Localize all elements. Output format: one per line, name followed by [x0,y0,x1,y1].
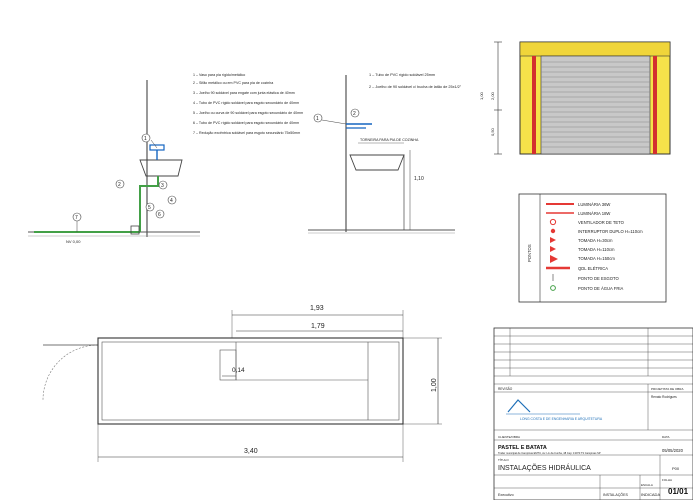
height-dim: 1,10 [414,176,424,182]
dim-height: 1,00 [431,378,438,392]
sheet-title: INSTALAÇÕES HIDRÁULICA [498,463,591,472]
note-4: 4 – Tubo de PVC rígido soldável para esg… [193,101,299,105]
company-logo: LONG COSTA E DE ENGENHARIA E ARQUITETURA [506,399,603,421]
code-value: P00 [672,466,680,471]
note-6: 6 – Tubo de PVC rígido soldável para esg… [193,121,299,125]
d2-note-2: 2 – Joelho de 90 soldável c/ bucha de la… [369,85,462,89]
legend-item-1: LUMINÁRIA 18W [578,211,610,216]
company-name: LONG COSTA E DE ENGENHARIA E ARQUITETURA [520,417,603,421]
title-block: REVISÃO PROJETISTA DE OBRA Renato Rodrig… [493,327,693,500]
level-label: NV 0,00 [66,239,81,244]
elev-dim-3: 0,50 [490,127,495,136]
callout-6: 6 [158,212,161,218]
bottom-left: Executivo [498,493,514,497]
callout-4: 4 [170,198,173,204]
legend-item-8: PONTO DE ESGOTO [578,276,620,281]
bottom-scale: INDICADA [641,492,660,497]
right-label-2: Renato Rodrigues [651,395,677,399]
callout-7: 7 [75,215,78,221]
dim-inner-width: 1,79 [311,323,325,330]
client-label: CLIENTE/OBRA [498,435,520,439]
project-name: PASTEL E BATATA [498,445,547,451]
legend-item-7: QDL ELÉTRICA [578,266,608,271]
d2-note-1: 1 – Tubo de PVC rígido soldável 25mm [369,73,435,77]
sheet-label: FOLHA [662,478,672,482]
legend-item-9: PONTO DE ÁGUA FRIA [578,286,624,291]
callout-2: 2 [118,182,121,188]
callout-1: 1 [144,136,147,142]
faucet-label: TORNEIRA PARA PIA DE COZINHA [360,138,419,142]
right-label-1: PROJETISTA DE OBRA [651,387,683,391]
callout-5: 5 [148,205,151,211]
bottom-mid: INSTALAÇÕES [603,492,628,497]
note-1: 1 – Vaso para pia rígido/metálico [193,73,245,77]
note-3: 3 – Joelho 90 soldável para engate com j… [193,91,295,95]
sheet-number: 01/01 [668,487,689,496]
note-2: 2 – Sifão metálico ou em PVC para pia de… [193,81,273,85]
scale-label: ESCALA [641,483,653,487]
legend-item-6: TOMADA H=150cm [578,256,615,261]
legend-item-5: TOMADA H=110cm [578,247,615,252]
legend-item-4: TOMADA H=30cm [578,238,613,243]
legend-item-2: VENTILADOR DE TETO [578,220,625,225]
dim-outer-width: 1,93 [310,305,324,312]
legend-item-3: INTERRUPTOR DUPLO H=110cm [578,229,643,234]
project-address: Trailer municipal de Campinas EMTU, Av. … [498,451,601,455]
elev-dim-1: 2,00 [490,91,495,100]
dim-total: 3,40 [244,448,258,455]
elevation-view: 2,00 1,00 0,50 [479,41,671,155]
note-5: 5 – Joelho ou curva de 90 soldável para … [193,111,303,115]
detail-1: 1 2 3 4 5 6 7 NV 0,00 1 – Vaso para pia … [28,73,303,244]
d2-callout-2: 2 [353,111,356,117]
d2-callout-1: 1 [316,116,319,122]
detail-1-notes: 1 – Vaso para pia rígido/metálico 2 – Si… [193,73,303,135]
date-label: DATA [662,435,670,439]
dim-small: 0,14 [232,367,245,374]
date-value: 05/05/2020 [662,448,684,453]
elev-dim-2: 1,00 [479,91,484,100]
plan-view: 1,93 1,79 0,14 1,00 3,40 [42,305,442,462]
rev-label: REVISÃO [498,386,513,391]
note-7: 7 – Redução excêntrica soldável para esg… [193,131,300,135]
legend: PONTOS LUMINÁRIA 36W LUMINÁRIA 18W VENTI… [518,193,667,303]
legend-item-0: LUMINÁRIA 36W [578,202,610,207]
detail-2: 1 2 1 – Tubo de PVC rígido soldável 25mm… [308,73,462,234]
callout-3: 3 [161,183,164,189]
legend-side-label: PONTOS [527,244,532,262]
title-label: TÍTULO [498,458,509,462]
